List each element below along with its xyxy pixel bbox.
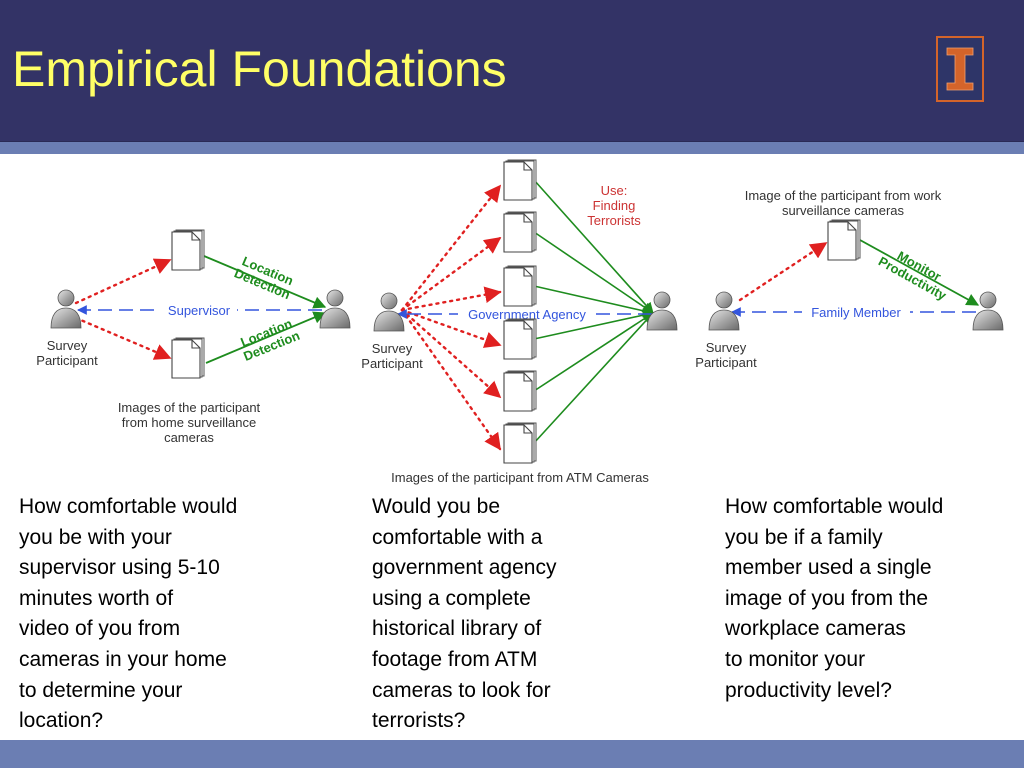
work-document-icon [827,219,861,261]
block-i-icon [946,47,974,91]
slide-title: Empirical Foundations [12,41,507,97]
atm-green-edge [533,309,655,340]
work-participant-person-icon [708,291,740,331]
atm-edges [400,179,655,451]
home-document-icon-bottom [171,337,205,379]
work-relation-label: Family Member [811,305,901,320]
atm-red-edge [400,184,502,312]
atm-document-icon [503,159,537,201]
atm-relation-label: Government Agency [468,307,586,322]
scenario-diagrams: Supervisor LocationDetection LocationDet… [36,159,1004,485]
scenario-work: Family Member MonitorProductivity Survey… [695,188,1004,370]
home-participant-person-icon [50,289,82,329]
header-stripe [0,142,1024,154]
atm-document-icon [503,422,537,464]
atm-green-edge [533,312,654,392]
atm-red-edge [400,308,502,348]
atm-green-edge [533,231,654,314]
atm-green-edge [533,312,654,444]
home-edge-label-top: LocationDetection [232,252,298,302]
home-green-edge-top [203,255,327,309]
home-green-edge-bottom [205,311,327,364]
home-edge-label-bottom: LocationDetection [236,315,302,364]
atm-green-edge [533,285,655,317]
home-red-edge-bottom [74,316,172,360]
atm-question-text: Would you be comfortable with a governme… [372,495,557,733]
scenario-home: Supervisor LocationDetection LocationDet… [36,229,351,445]
slide-header: Empirical Foundations [0,0,1024,142]
footer-bar [0,740,1024,768]
work-edge-label: MonitorProductivity [876,241,956,303]
atm-document-icon [503,370,537,412]
home-document-icon-top [171,229,205,271]
home-red-edge-top [74,258,172,305]
work-question-text: How comfortable would you be if a family… [725,495,944,702]
work-red-edge [738,241,828,302]
atm-document-icon [503,211,537,253]
atm-red-edge [400,236,502,312]
atm-red-edge [400,286,502,312]
atm-red-edge [400,308,502,451]
work-family-person-icon [972,291,1004,331]
atm-images-caption: Images of the participant from ATM Camer… [391,470,649,485]
home-relation-label: Supervisor [168,303,231,318]
home-question-text: How comfortable would you be with your s… [19,495,238,733]
home-supervisor-person-icon [319,289,351,329]
atm-green-edge [533,179,654,314]
atm-document-icon [503,318,537,360]
atm-participant-person-icon [373,292,405,332]
atm-red-edge [400,308,502,399]
work-green-edge [859,239,980,306]
university-logo [936,36,984,102]
atm-document-icon [503,265,537,307]
